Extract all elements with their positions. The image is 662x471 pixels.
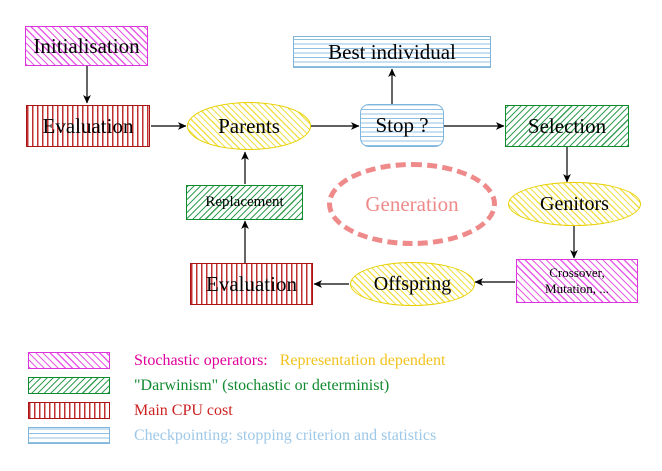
legend-label-checkpointing: Checkpointing: stopping criterion and st… <box>134 426 437 444</box>
legend-label-stochastic-operators: Stochastic operators: <box>134 351 268 369</box>
node-best-individual[interactable]: Best individual <box>293 36 491 68</box>
legend-swatch-blue-horizontal <box>28 426 110 444</box>
node-crossover-mutation[interactable]: Crossover, Mutation, ... <box>516 259 638 303</box>
legend-row-main-cpu-cost: Main CPU cost <box>28 400 233 420</box>
legend-label-representation-dependent: Representation dependent <box>279 351 446 369</box>
legend-label-darwinism: "Darwinism" (stochastic or determinist) <box>134 376 390 394</box>
node-replacement-label: Replacement <box>205 194 284 210</box>
node-genitors[interactable]: Genitors <box>508 182 641 226</box>
node-stop[interactable]: Stop ? <box>360 104 444 147</box>
node-initialisation[interactable]: Initialisation <box>25 26 148 66</box>
node-evaluation-top-label: Evaluation <box>42 113 134 138</box>
node-evaluation-top[interactable]: Evaluation <box>26 105 150 147</box>
legend-swatch-red-vertical <box>28 401 110 419</box>
node-parents-label: Parents <box>218 113 280 138</box>
node-crossover-mutation-label: Crossover, Mutation, ... <box>545 264 609 296</box>
node-generation-label: Generation <box>365 191 459 216</box>
node-evaluation-bottom-label: Evaluation <box>206 271 297 296</box>
node-parents[interactable]: Parents <box>187 102 311 150</box>
legend-row-stochastic-operators: Stochastic operators: Representation dep… <box>28 350 445 370</box>
legend-swatch-magenta-hatch <box>28 351 110 369</box>
node-generation-loop: Generation <box>327 162 497 246</box>
node-genitors-label: Genitors <box>540 193 609 215</box>
node-selection[interactable]: Selection <box>505 105 629 147</box>
node-offspring-label: Offspring <box>373 273 452 295</box>
legend-row-darwinism: "Darwinism" (stochastic or determinist) <box>28 375 389 395</box>
node-replacement[interactable]: Replacement <box>186 185 303 220</box>
legend-row-checkpointing: Checkpointing: stopping criterion and st… <box>28 425 436 445</box>
node-offspring[interactable]: Offspring <box>350 262 475 306</box>
node-evaluation-bottom[interactable]: Evaluation <box>190 263 313 305</box>
node-best-individual-label: Best individual <box>328 39 456 64</box>
legend-swatch-green-hatch <box>28 376 110 394</box>
legend: Stochastic operators: Representation dep… <box>0 344 662 454</box>
node-selection-label: Selection <box>527 113 607 138</box>
node-initialisation-label: Initialisation <box>33 33 140 58</box>
node-stop-label: Stop ? <box>375 113 429 137</box>
legend-label-main-cpu-cost: Main CPU cost <box>134 401 233 419</box>
